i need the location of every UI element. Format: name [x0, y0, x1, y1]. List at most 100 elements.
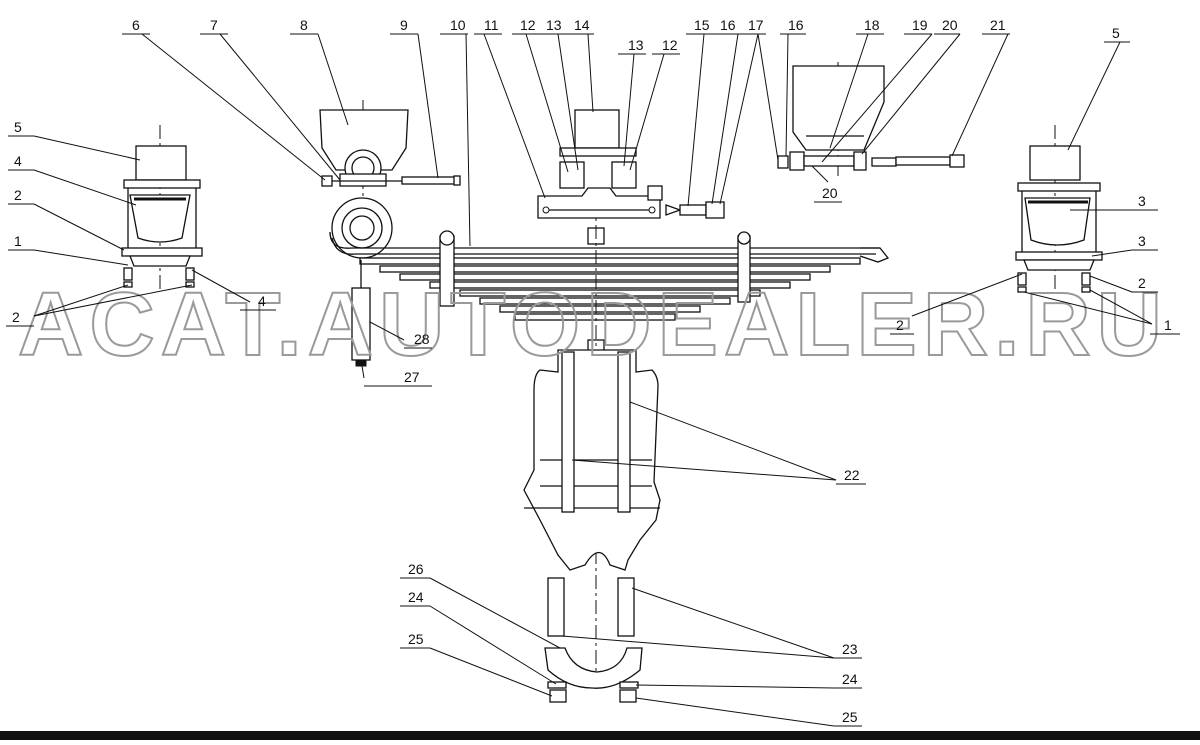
leader-line [417, 33, 439, 179]
leader-line [33, 284, 129, 317]
leader-line [483, 33, 546, 199]
callout-number: 1 [14, 233, 22, 249]
callout-number: 2 [12, 309, 20, 325]
leader-line [33, 284, 193, 317]
leader-line [1067, 41, 1121, 151]
leader-line [623, 53, 635, 167]
callout-number: 14 [574, 17, 590, 33]
callout-9: 9 [390, 17, 439, 179]
leader-line [587, 33, 594, 113]
callout-20: 20 [811, 165, 842, 203]
callout-number: 4 [14, 153, 22, 169]
leader-line [571, 459, 837, 481]
callout-number: 25 [408, 631, 424, 647]
callout-number: 21 [990, 17, 1006, 33]
callout-2: 2 [890, 273, 1023, 335]
callout-number: 10 [450, 17, 466, 33]
leader-line [465, 33, 471, 247]
callout-number: 8 [300, 17, 308, 33]
callout-12: 12 [512, 17, 569, 173]
leader-line [33, 169, 137, 206]
callout-25: 25 [400, 631, 553, 697]
leader-line [557, 33, 579, 171]
leader-line [33, 135, 141, 161]
callout-number: 5 [14, 119, 22, 135]
callout-19: 19 [821, 17, 933, 163]
leader-line [33, 249, 129, 266]
leader-line [1089, 275, 1133, 293]
callout-13: 13 [618, 37, 646, 167]
leader-line [219, 33, 341, 181]
callout-number: 18 [864, 17, 880, 33]
callout-number: 28 [414, 331, 430, 347]
callout-number: 24 [842, 671, 858, 687]
watermark: ACAT.AUTODEALER.RU [18, 275, 1168, 375]
leader-line [687, 33, 705, 207]
leader-line [861, 33, 961, 155]
callout-number: 16 [720, 17, 736, 33]
callout-number: 3 [1138, 193, 1146, 209]
callout-22: 22 [571, 401, 866, 485]
leader-line [429, 577, 561, 649]
callout-number: 3 [1138, 233, 1146, 249]
callout-16: 16 [711, 17, 740, 205]
callout-26: 26 [400, 561, 561, 649]
leader-line [635, 684, 835, 689]
callout-number: 20 [942, 17, 958, 33]
bottom-border [0, 731, 1200, 740]
callout-number: 25 [842, 709, 858, 725]
callout-number: 12 [520, 17, 536, 33]
callout-15: 15 [686, 17, 712, 207]
callout-number: 9 [400, 17, 408, 33]
leader-line [561, 635, 835, 659]
callout-4: 4 [8, 153, 137, 206]
front-spring-bracket [319, 100, 461, 200]
leader-line [719, 33, 759, 205]
callout-17: 17 [719, 17, 779, 205]
leader-line [525, 33, 569, 173]
callout-12: 12 [629, 37, 680, 171]
leader-line [711, 33, 739, 205]
callout-5: 5 [1067, 25, 1130, 151]
leader-line [361, 365, 365, 379]
callout-25: 25 [635, 697, 862, 727]
callout-2: 2 [6, 284, 193, 327]
rear-spring-bracket [777, 62, 965, 180]
callout-6: 6 [122, 17, 326, 181]
callout-7: 7 [200, 17, 341, 181]
callout-number: 4 [258, 293, 266, 309]
leader-line [629, 53, 665, 171]
callout-11: 11 [474, 17, 546, 199]
callout-number: 22 [844, 467, 860, 483]
callout-1: 1 [8, 233, 129, 266]
callout-number: 2 [14, 187, 22, 203]
leader-line [629, 401, 837, 481]
callout-number: 23 [842, 641, 858, 657]
callout-4: 4 [191, 269, 276, 311]
leader-line [369, 321, 405, 341]
callout-18: 18 [829, 17, 884, 149]
callout-24: 24 [635, 671, 862, 689]
leaf-spring [329, 197, 890, 690]
callout-number: 2 [1138, 275, 1146, 291]
callout-16: 16 [780, 17, 806, 157]
leader-line [911, 273, 1023, 317]
leader-line [785, 33, 789, 157]
callout-number: 15 [694, 17, 710, 33]
leader-line [951, 33, 1009, 157]
callout-number: 13 [628, 37, 644, 53]
callout-8: 8 [290, 17, 349, 126]
callout-23: 23 [561, 587, 862, 659]
callout-number: 7 [210, 17, 218, 33]
leader-line [635, 697, 835, 727]
callout-21: 21 [951, 17, 1010, 157]
callout-number: 12 [662, 37, 678, 53]
callout-number: 11 [484, 17, 499, 33]
callout-1: 1 [1023, 289, 1180, 335]
callout-number: 2 [896, 317, 904, 333]
callout-number: 19 [912, 17, 928, 33]
callout-number: 5 [1112, 25, 1120, 41]
callout-20: 20 [861, 17, 961, 155]
